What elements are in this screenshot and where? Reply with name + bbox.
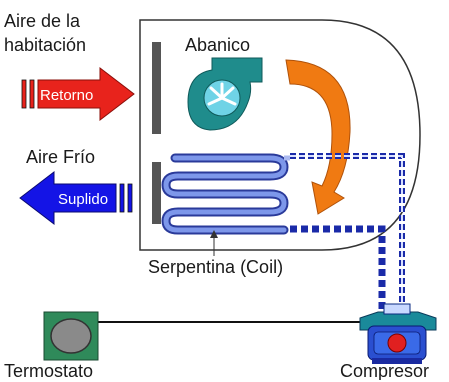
- cold-air-label: Aire Frío: [26, 147, 96, 167]
- thermostat-label: Termostato: [4, 361, 94, 381]
- thermostat: [43, 311, 99, 361]
- compressor: [359, 303, 437, 364]
- compressor-motor: [387, 333, 407, 353]
- return-arrow-label: Retorno: [40, 87, 93, 104]
- refrigerant-lines: [290, 153, 405, 312]
- return-arrow: [21, 66, 135, 122]
- supply-grille: [152, 162, 161, 224]
- compressor-label: Compresor: [340, 362, 430, 380]
- fan-label: Abanico: [185, 35, 251, 55]
- room-air-label-line1: Aire de la: [4, 11, 81, 31]
- supply-arrow-label: Suplido: [58, 191, 108, 208]
- supply-arrow: [19, 170, 133, 226]
- room-air-label-line2: habitación: [4, 35, 87, 55]
- coil-label: Serpentina (Coil): [148, 257, 284, 277]
- airflow-arrow: [285, 59, 351, 215]
- fan-blades: [207, 82, 237, 106]
- return-grille: [152, 42, 161, 134]
- coil: [161, 153, 290, 235]
- thermostat-dial: [50, 318, 92, 354]
- fan: [187, 57, 263, 131]
